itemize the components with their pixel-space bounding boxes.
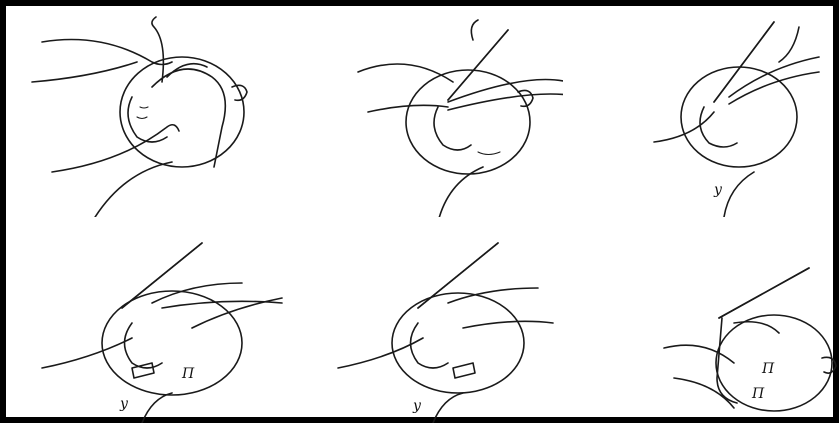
step-panel-3: y [564,12,839,217]
step-panel-2 [288,12,563,217]
panel-3-label-1: y [713,182,723,198]
step-panel-1 [12,12,287,217]
step-grid: y Π y [12,12,839,423]
panel-4-label-2: Π [181,366,195,382]
step-6-drawing: Π Π [564,218,839,423]
panel-5-label-1: y [412,398,422,414]
step-4-drawing: Π y [12,218,287,423]
step-panel-5: y [288,218,563,423]
step-1-drawing [12,12,287,217]
step-5-drawing: y [288,218,563,423]
step-panel-6: Π Π [564,218,839,423]
step-2-drawing [288,12,563,217]
panel-4-label-1: y [119,396,129,412]
panel-6-label-1: Π [761,361,775,377]
step-panel-4: Π y [12,218,287,423]
step-3-drawing: y [564,12,839,217]
panel-6-label-2: Π [751,386,765,402]
